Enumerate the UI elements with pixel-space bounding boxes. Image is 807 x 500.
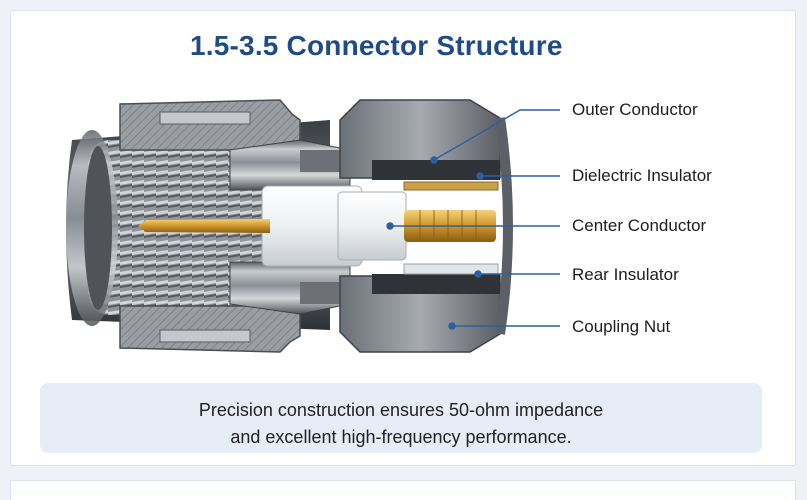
- connector-cutaway-illustration: [66, 99, 560, 353]
- outer-conductor-core: [229, 139, 351, 315]
- label-dielectric-insulator: Dielectric Insulator: [572, 166, 712, 185]
- leader-dot-dielectric: [476, 172, 484, 180]
- description-line-2: and excellent high-frequency performance…: [230, 427, 572, 447]
- leader-dot-center-conductor: [386, 222, 394, 230]
- page-title: 1.5-3.5 Connector Structure: [190, 30, 563, 61]
- label-outer-conductor: Outer Conductor: [572, 100, 698, 119]
- label-center-conductor: Center Conductor: [572, 216, 707, 235]
- leader-dot-rear-insulator: [474, 270, 482, 278]
- dielectric-insulator: [261, 185, 407, 267]
- label-coupling-nut: Coupling Nut: [572, 317, 671, 336]
- body-sleeve: [119, 99, 301, 353]
- leader-dot-coupling-nut: [448, 322, 456, 330]
- next-card-edge: [10, 480, 796, 500]
- description-line-1: Precision construction ensures 50-ohm im…: [198, 400, 604, 420]
- rear-insulator: [403, 181, 499, 275]
- description-box: Precision construction ensures 50-ohm im…: [40, 383, 762, 453]
- label-rear-insulator: Rear Insulator: [572, 265, 679, 284]
- coupling-nut-hex: [339, 99, 513, 353]
- leader-line-outer-conductor: [433, 109, 560, 161]
- leader-dot-outer-conductor: [430, 156, 438, 164]
